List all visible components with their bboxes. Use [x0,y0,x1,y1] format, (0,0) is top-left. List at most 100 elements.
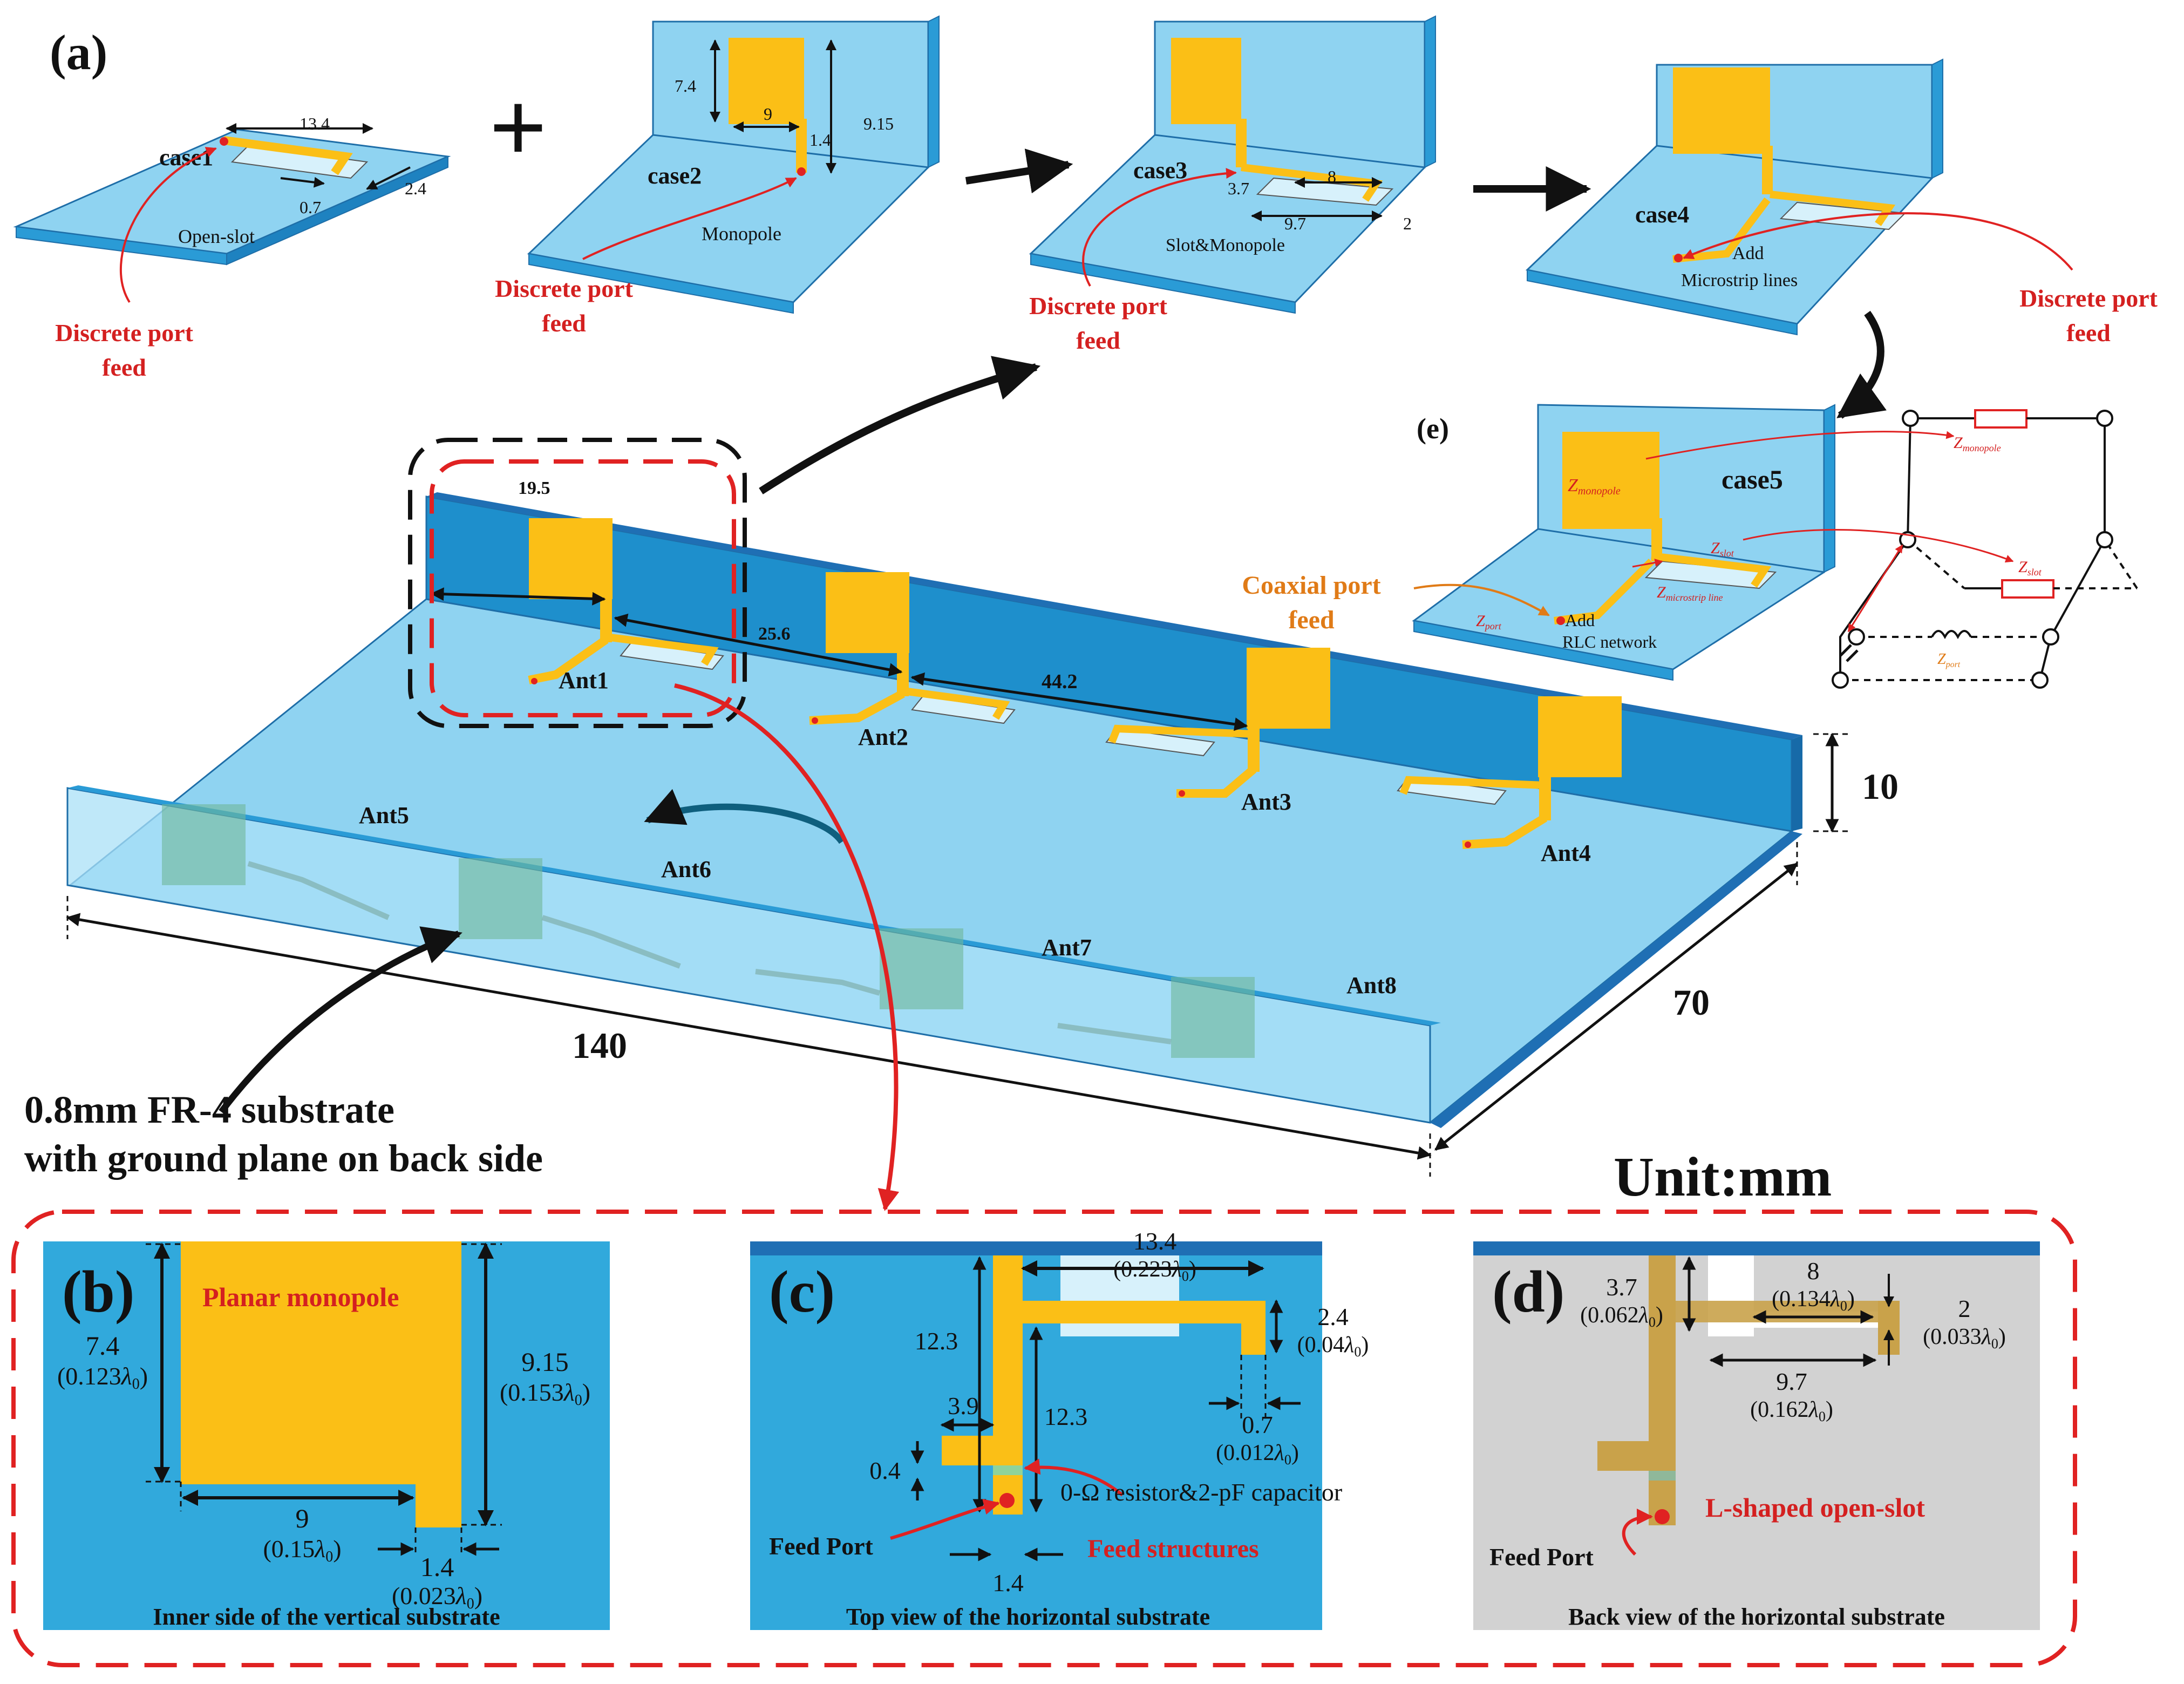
dim-width: 70 [1673,982,1710,1023]
panel-d-dim-0-lambda: (0.062λ0) [1580,1303,1663,1330]
case2-dim-1: 9 [764,104,772,124]
panel-c-dim-1-lambda: (0.04λ0) [1297,1333,1369,1360]
case3-dim-0: 3.7 [1228,179,1249,198]
z-slot-label: Zslot [1711,539,1734,559]
case4-caption-line1: Add [1732,243,1764,263]
arrow-case4-to-case5 [1836,310,1887,419]
panel-d: (d) 3.7 (0.062λ0) 8 (0.134λ0) 2 (0.033λ0… [1473,1241,2040,1630]
plus-sign: + [489,71,547,185]
case1-feed-line1: Discrete port [55,319,194,347]
panel-b-dim-0: 7.4 [86,1330,120,1361]
z-monopole-label: Zmonopole [1568,476,1621,497]
case5-caption-line2: RLC network [1562,632,1657,651]
case3-dim-1: 8 [1328,167,1336,186]
ant3-label: Ant3 [1241,789,1291,815]
case4-feed-line2: feed [2066,319,2111,347]
unit-label: Unit:mm [1614,1146,1832,1208]
panel-d-dim-3: 9.7 [1776,1368,1807,1395]
panel-label-a: (a) [50,25,107,80]
panel-c-plain-dim-2: 3.9 [948,1392,979,1420]
case2-feed-line2: feed [542,309,586,337]
rlc-circuit [1832,409,2138,689]
case3-label: case3 [1133,157,1187,184]
case1-dim-2: 2.4 [405,179,426,198]
panel-c-feed-structures: Feed structures [1087,1534,1259,1563]
circuit-z-port: Zport [1937,651,1961,669]
panel-b-dim-2-lambda: (0.15λ0) [263,1535,341,1565]
panel-label-e: (e) [1417,412,1449,445]
case1-model: case1 Open-slot 13.4 0.7 2.4 Discrete po… [13,114,451,381]
panel-b-title: Planar monopole [202,1282,399,1312]
z-microstrip-label: Zmicrostrip line [1657,583,1723,603]
case3-feed-line2: feed [1076,327,1120,354]
panel-c-plain-dim-3: 0.4 [869,1457,901,1484]
circuit-z-slot: Zslot [2018,558,2042,578]
case1-label: case1 [159,144,213,171]
panel-c-plain-dim-0: 12.3 [915,1327,958,1355]
panel-d-dim-1: 8 [1807,1257,1820,1285]
case3-model: case3 3.7 8 9.7 2 Slot&Monopole Discrete… [1029,15,1436,354]
case2-dim-0: 7.4 [675,76,696,96]
z-port-label: Zport [1476,612,1502,632]
dim-length: 140 [572,1025,627,1066]
case2-label: case2 [648,162,702,189]
panel-c-components: 0-Ω resistor&2-pF capacitor [1060,1478,1342,1506]
case5-model: (e) case5 Add RLC network Zmonopole Zslo… [1242,404,1835,681]
case4-model: case4 Add Microstrip lines Discrete port… [1525,58,2158,347]
ant2-label: Ant2 [858,724,908,750]
panel-c-feed-port: Feed Port [769,1532,874,1560]
panel-d-dim-2: 2 [1958,1295,1971,1322]
case4-feed-line1: Discrete port [2019,284,2158,312]
panel-b-dim-1: 9.15 [521,1347,569,1377]
case2-model: 7.4 9 9.15 1.4 case2 Monopole Discrete p… [495,15,940,337]
dim-44-2: 44.2 [1042,670,1078,693]
case2-dim-2: 9.15 [863,114,894,133]
ant1-label: Ant1 [559,667,609,694]
panel-d-caption: Back view of the horizontal substrate [1568,1604,1945,1630]
case3-caption: Slot&Monopole [1166,235,1285,255]
case2-dim-3: 1.4 [809,130,831,150]
panel-c-dim-2: 0.7 [1242,1411,1273,1438]
panel-label-b: (b) [62,1259,134,1325]
panel-label-c: (c) [769,1259,835,1325]
dim-height: 10 [1862,766,1899,807]
arrow-case2-to-case3 [965,148,1073,194]
substrate-note-line2: with ground plane on back side [24,1137,543,1180]
case1-dim-1: 0.7 [300,198,321,217]
panel-c-plain-dim-4: 1.4 [992,1569,1024,1597]
case3-feed-line1: Discrete port [1029,292,1168,320]
case1-dim-0: 13.4 [300,114,330,133]
panel-d-feed-port: Feed Port [1489,1543,1594,1571]
case5-label: case5 [1722,464,1783,494]
coax-feed-line2: feed [1288,606,1335,634]
panel-c-dim-1: 2.4 [1317,1303,1349,1330]
ant8-label: Ant8 [1346,972,1397,999]
substrate-note-line1: 0.8mm FR-4 substrate [24,1088,394,1131]
panel-c-caption: Top view of the horizontal substrate [846,1604,1210,1630]
arrow-to-case3 [759,356,1041,494]
panel-b-dim-2: 9 [296,1503,309,1533]
panel-c-dim-0: 13.4 [1133,1227,1177,1255]
case4-label: case4 [1635,201,1689,228]
ant6-label: Ant6 [661,856,711,882]
panel-d-dim-0: 3.7 [1606,1273,1637,1301]
panel-b-dim-3-lambda: (0.023λ0) [392,1582,482,1612]
case1-feed-line2: feed [102,354,146,381]
case2-caption: Monopole [702,223,781,245]
main-model: 19.5 25.6 44.2 10 140 70 Ant1 Ant2 Ant3 … [24,438,1899,1211]
case3-dim-3: 2 [1403,214,1412,233]
ant7-label: Ant7 [1042,934,1092,961]
ant5-label: Ant5 [359,802,409,829]
panel-c: (c) 13.4 (0.223λ0) 2.4 (0.04λ0) 0.7 (0.0… [750,1227,1369,1630]
case2-feed-line1: Discrete port [495,275,634,302]
panel-b-dim-3: 1.4 [420,1552,454,1582]
circuit-z-monopole: Zmonopole [1954,434,2001,453]
coax-feed-line1: Coaxial port [1242,571,1380,600]
detail-frame [11,1210,2077,1667]
case1-caption: Open-slot [178,226,255,247]
panel-label-d: (d) [1492,1259,1564,1325]
dim-25-6: 25.6 [758,624,791,644]
panel-d-slot-label: L-shaped open-slot [1705,1492,1925,1523]
panel-b: (b) Planar monopole 7.4 (0.123λ0) 9.15 (… [43,1241,610,1630]
